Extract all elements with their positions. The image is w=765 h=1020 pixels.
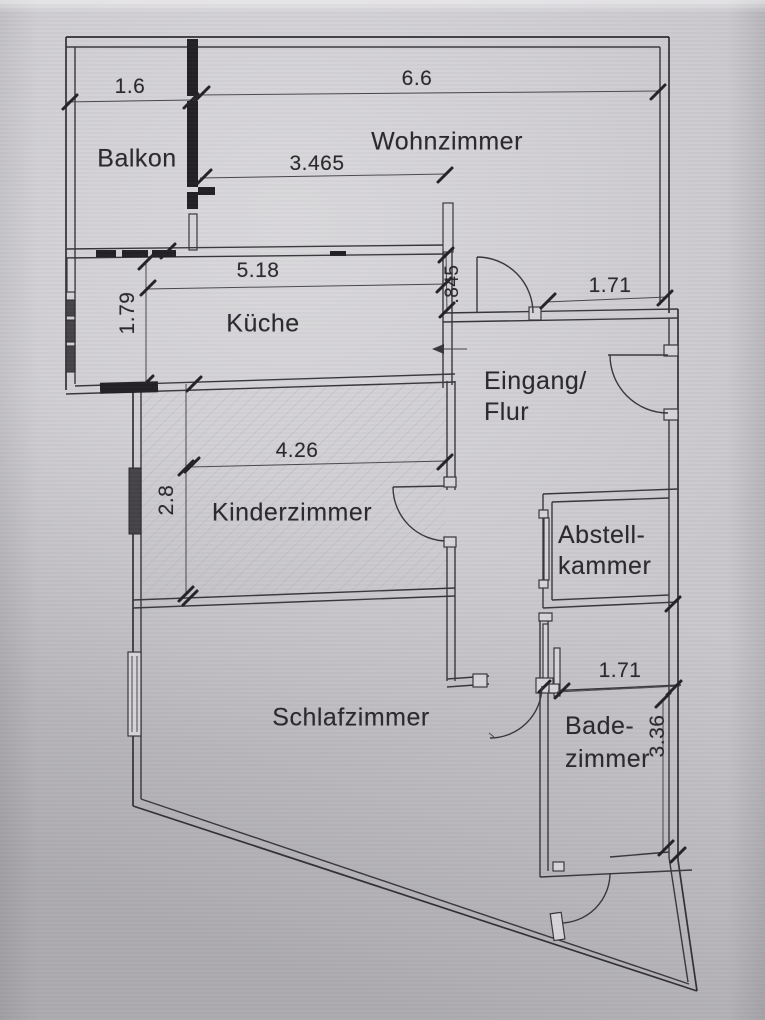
dim-label-flur-width: 1.71	[588, 274, 632, 297]
dim-label-wohnzimmer-door: .845	[442, 264, 463, 304]
dim-label-badezimmer-depth: 3.36	[646, 714, 669, 758]
dim-label-kueche-depth: 1.79	[116, 291, 139, 335]
balkon-wohnzimmer-wall	[187, 39, 215, 251]
badezimmer-left-wall	[535, 612, 561, 877]
dim-label-kinderzimmer-width: 4.26	[275, 439, 319, 462]
dim-label-wohnzimmer-section: 3.465	[289, 152, 345, 175]
kinderzimmer-door	[392, 476, 457, 548]
dim-label-kueche-width: 5.18	[236, 259, 280, 282]
room-label-abstellkammer-line2: kammer	[558, 552, 652, 580]
schlafzimmer-door	[446, 673, 543, 739]
room-label-kinderzimmer: Kinderzimmer	[211, 498, 373, 527]
room-label-wohnzimmer: Wohnzimmer	[371, 127, 523, 156]
room-label-balkon: Balkon	[97, 144, 177, 173]
kinderzimmer-window-icon	[128, 467, 142, 535]
dim-label-kinderzimmer-depth: 2.8	[155, 484, 178, 516]
balkon-door-leaf	[188, 213, 198, 251]
abstellkammer-walls	[538, 488, 679, 609]
wohnzimmer-walls	[442, 202, 679, 323]
kueche-top-wall	[65, 244, 448, 259]
kueche-walls	[65, 252, 456, 395]
room-label-eingang-flur: Eingang/ Flur	[484, 366, 587, 428]
room-label-badezimmer-line2: zimmer	[565, 745, 650, 773]
room-label-kueche: Küche	[226, 309, 300, 338]
badezimmer-door	[549, 872, 611, 942]
kinderzimmer-hatch	[142, 381, 446, 599]
entrance-arrow-icon	[432, 344, 467, 354]
dim-label-balkon-width: 1.6	[114, 75, 146, 98]
room-label-abstellkammer-line1: Abstell-	[558, 521, 646, 549]
wohnzimmer-wall-stub	[442, 202, 454, 253]
room-label-eingang-line1: Eingang/	[484, 367, 587, 395]
dimension-ticks	[61, 83, 687, 864]
dimension-lines	[65, 90, 681, 851]
room-label-badezimmer-line1: Bade-	[565, 712, 635, 740]
dim-label-wohnzimmer-width: 6.6	[401, 67, 433, 90]
kueche-window-icon	[65, 299, 76, 317]
dim-label-badezimmer-width: 1.71	[598, 659, 642, 682]
room-label-schlafzimmer: Schlafzimmer	[272, 703, 430, 732]
room-label-abstellkammer: Abstell- kammer	[558, 520, 651, 582]
entrance-door	[608, 344, 679, 421]
wohnzimmer-door	[476, 256, 534, 314]
schlafzimmer-window-icon	[127, 651, 142, 737]
abstellkammer-door-leaf	[543, 517, 550, 581]
room-label-badezimmer: Bade- zimmer	[565, 710, 650, 776]
room-label-eingang-line2: Flur	[484, 398, 530, 426]
